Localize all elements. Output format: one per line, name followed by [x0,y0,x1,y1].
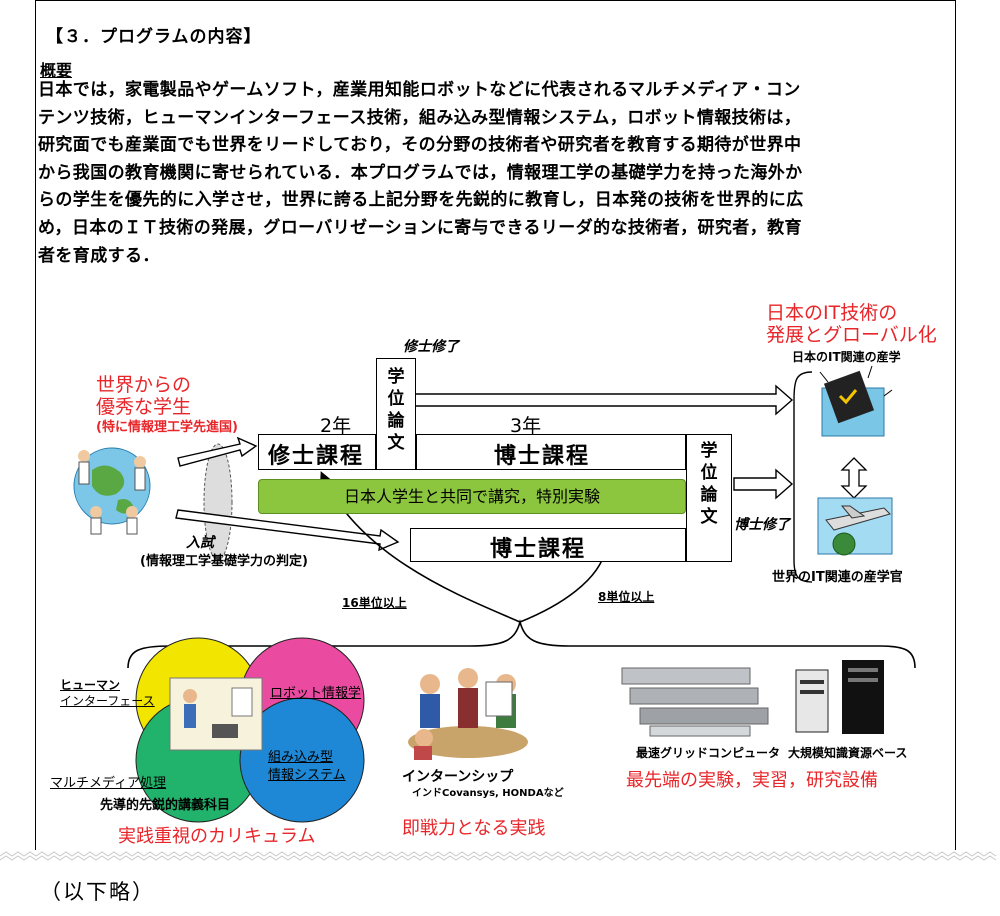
students-title-line2: 優秀な学生 [96,396,192,418]
entrance-gate-shape [203,443,233,561]
section-title: 【３．プログラムの内容】 [46,27,262,47]
thesis-box-phd [686,434,732,562]
venn-embedded-2: 情報システム [268,768,346,783]
phd-course-label-upper: 博士課程 [494,444,591,469]
overview-paragraph: 日本では，家電製品やゲームソフト，産業用知能ロボットなどに代表されるマルチメディ… [38,77,948,270]
venn-embedded-1: 組み込み型 [268,750,334,765]
grouping-brace [127,619,916,669]
overview-line: から我国の教育機関に寄せられている．本プログラムでは，情報理工学の基礎学力を持っ… [38,162,803,183]
grid-computer-icon [621,667,769,737]
students-illustration-icon [73,447,151,535]
entry-arrows [175,384,794,552]
curriculum-title: 実践重視のカリキュラム [118,826,316,847]
document-frame [35,0,956,850]
joint-study-bar: 日本人学生と共同で講究，特別実験 [258,479,686,514]
masters-course-box [258,434,376,470]
masters-course-label: 修士課程 [268,444,365,469]
phd-completion-label: 博士修了 [734,517,790,533]
overview-line: らの学生を優先的に入学させ，世界に誇る上記分野を先鋭的に教育し，日本発の技術を世… [38,190,804,211]
thesis-box-masters [376,358,416,470]
japan-industry-label: 日本のIT関連の産学 [792,350,901,364]
overview-line: 研究面でも産業面でも世界をリードしており，その分野の技術者や研究者を教育する期待… [38,135,802,156]
overview-line: テンツ技術，ヒューマンインターフェース技術，組み込み型情報システム，ロボット情報… [38,107,802,128]
world-industry-label: 世界のIT関連の産学官 [772,570,903,585]
students-title-line1: 世界からの [96,374,192,396]
masters-completion-label: 修士修了 [403,339,459,355]
knowledge-base-label: 大規模知識資源ベース [788,746,908,760]
phd-course-box-lower [410,528,686,562]
years-2-label: 2年 [320,415,352,437]
overview-line: 日本では，家電製品やゲームソフト，産業用知能ロボットなどに代表されるマルチメディ… [38,80,801,100]
phd-course-box-upper [416,434,686,470]
thesis-label-masters: 学位論文 [387,367,405,453]
internship-label: インターンシップ [402,769,514,785]
goal-title-line1: 日本のIT技術の [766,302,898,324]
practice-title: 即戦力となる実践 [402,818,546,839]
overview-line: 者を育成する． [38,245,160,266]
knowledge-base-server-icon [795,660,884,734]
facilities-title: 最先端の実験，実習，研究設備 [626,770,878,791]
credits-8-label: 8単位以上 [598,590,655,604]
curriculum-venn-icon [135,637,365,823]
world-industry-icon [817,497,893,556]
students-subtitle: (特に情報理工学先進国) [96,420,238,435]
overview-heading: 概要 [40,61,73,80]
torn-edge-divider [0,851,997,861]
years-3-label: 3年 [510,415,542,437]
venn-multimedia-label: マルチメディア処理 [50,776,167,791]
venn-human-interface-2: インターフェース [60,694,155,708]
goal-title-line2: 発展とグローバル化 [766,324,937,346]
exchange-arrow-icon [840,457,868,499]
overview-line: め，日本のＩＴ技術の発展，グローバリゼーションに寄与できるリーダ的な技術者，研究… [38,217,802,238]
credits-16-label: 16単位以上 [342,596,407,610]
entrance-exam-sub: (情報理工学基礎学力の判定) [140,554,308,569]
industry-bracket [793,371,813,583]
thesis-label-phd: 学位論文 [700,441,718,527]
venn-human-interface-1: ヒューマン [60,678,121,692]
grid-computer-label: 最速グリッドコンピュータ [636,746,781,760]
internship-sub: インドCovansys, HONDAなど [412,788,564,799]
curriculum-subtitle: 先導的先鋭的講義科目 [100,798,231,813]
internship-illustration-icon [408,668,528,760]
venn-robot-label: ロボット情報学 [270,686,362,701]
entrance-exam-label: 入試 [186,535,214,551]
phd-course-label-lower: 博士課程 [490,537,587,562]
omitted-note: （以下略） [40,880,155,904]
japan-industry-icon [819,365,893,437]
